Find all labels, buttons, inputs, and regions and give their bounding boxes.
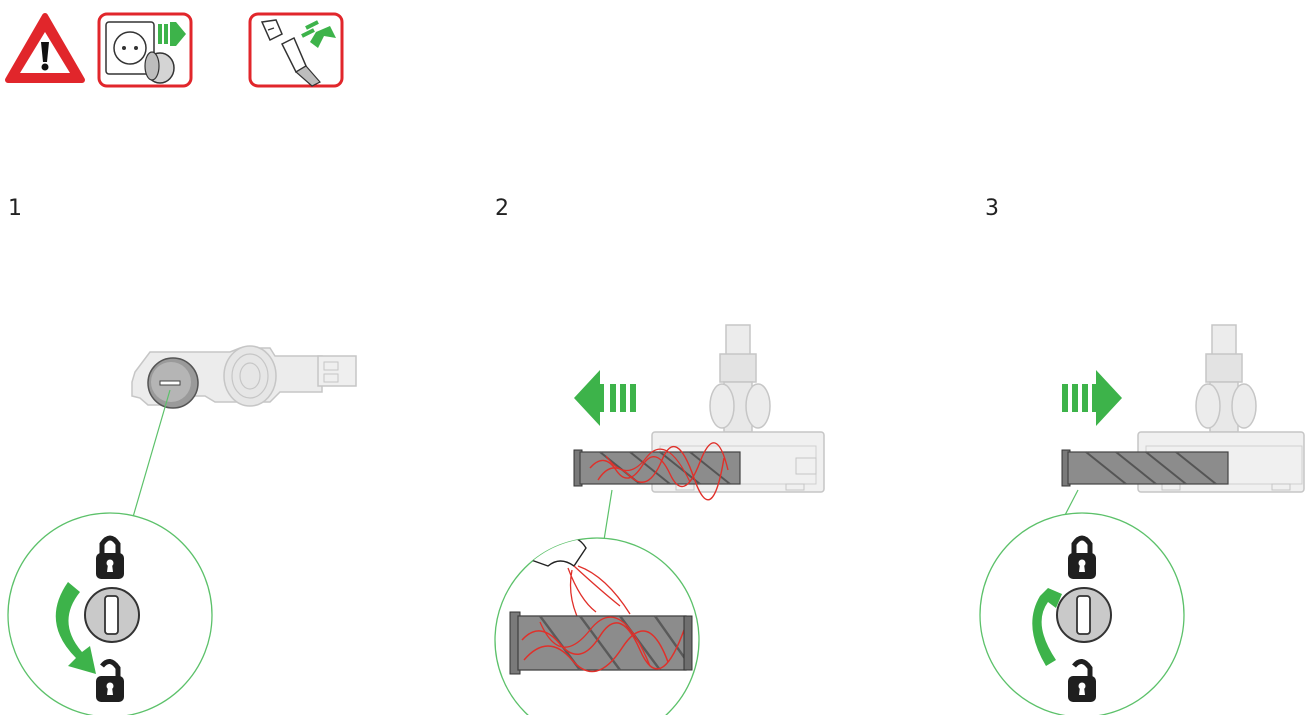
slide-in-arrow-icon xyxy=(1062,370,1122,426)
detail-circle-3 xyxy=(979,512,1185,715)
end-cap-knob xyxy=(84,587,140,643)
warning-triangle-icon xyxy=(5,13,85,83)
lock-open-icon xyxy=(1068,659,1096,702)
brush-bar-with-hair xyxy=(573,442,741,501)
step-number-3: 3 xyxy=(985,196,999,221)
end-cap-closeup xyxy=(147,357,199,409)
brush-bar-clean xyxy=(1061,449,1229,487)
leader-line xyxy=(603,489,613,541)
slide-out-arrow-icon xyxy=(574,370,604,426)
leader-line xyxy=(1063,489,1079,518)
step-number-1: 1 xyxy=(8,196,22,221)
rotate-arrow-icon xyxy=(1032,588,1062,666)
brush-bar-detail xyxy=(509,611,693,675)
detail-circle-2 xyxy=(494,537,700,715)
lock-closed-icon xyxy=(96,535,124,579)
lock-open-icon xyxy=(96,659,124,702)
rotate-arrow-icon xyxy=(55,582,96,674)
lock-closed-icon xyxy=(1068,535,1096,579)
leader-line xyxy=(132,389,171,518)
end-cap-knob xyxy=(1056,587,1112,643)
detach-cleaner-head-icon xyxy=(248,12,344,88)
step-number-2: 2 xyxy=(495,196,509,221)
unplug-socket-icon xyxy=(97,12,193,88)
detail-circle-1 xyxy=(7,512,213,715)
